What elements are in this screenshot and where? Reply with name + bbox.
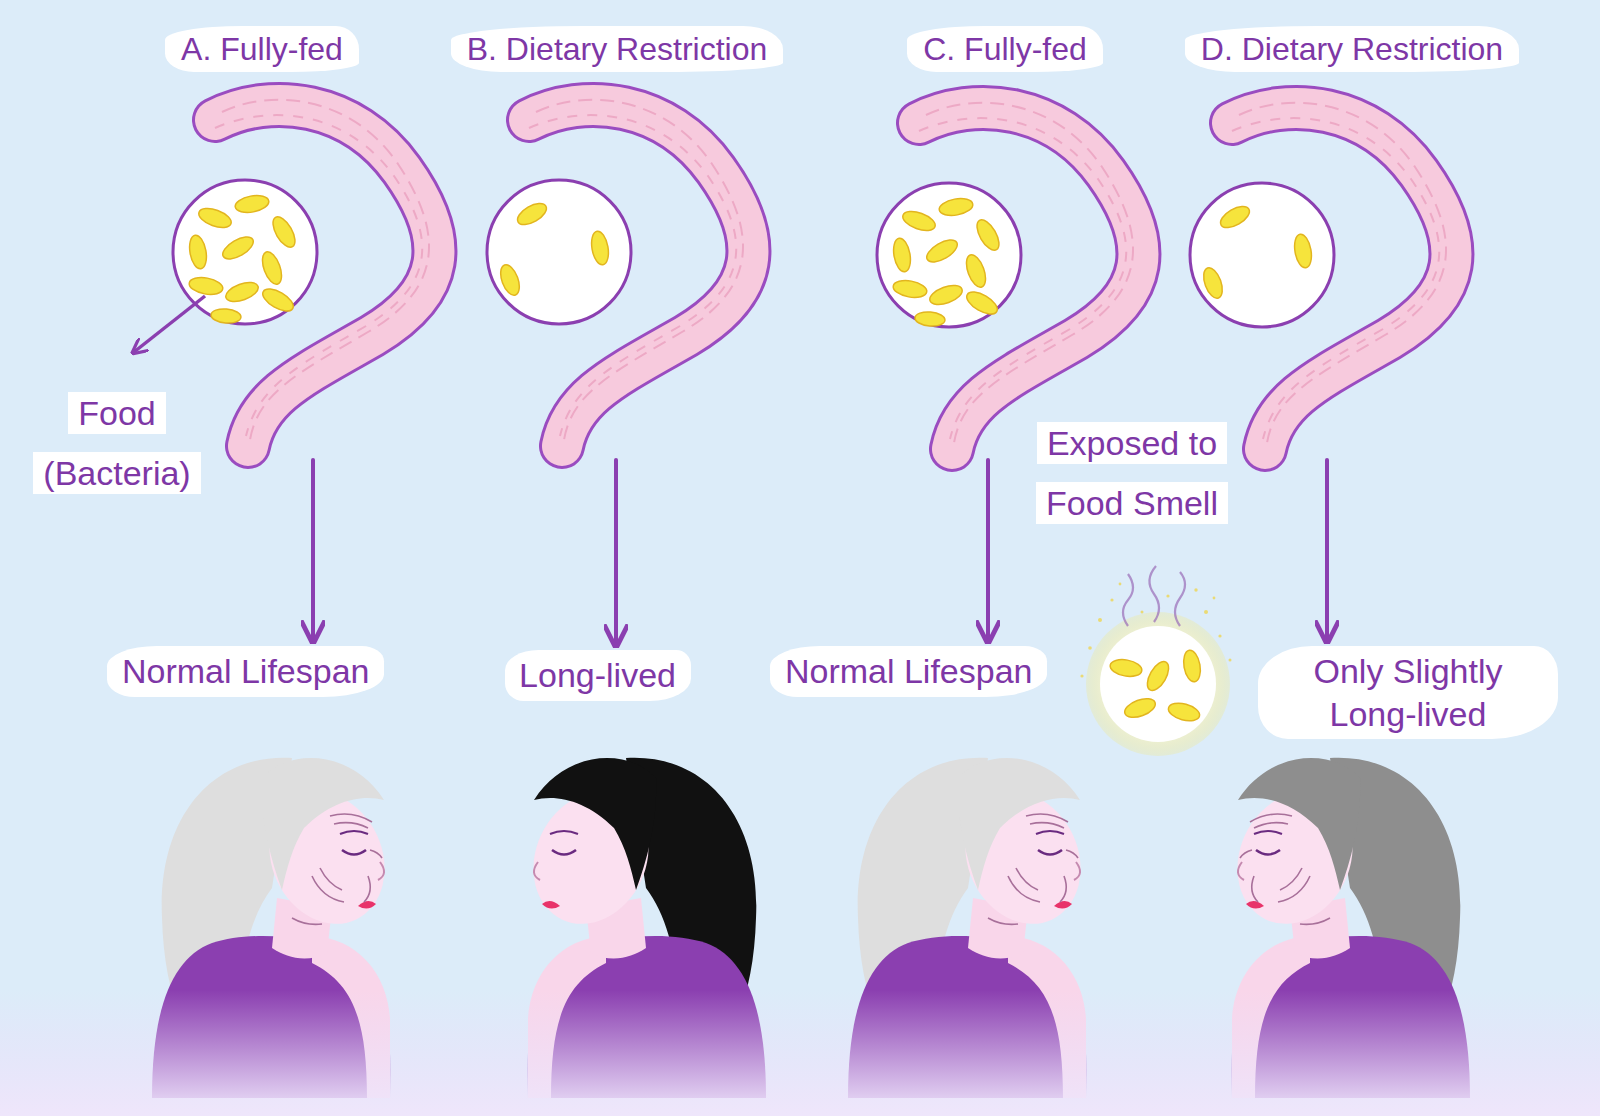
- worm-panel: C. Fully-fed: [815, 26, 1195, 458]
- panel-heading: A. Fully-fed: [165, 26, 359, 72]
- bacteria: [187, 193, 299, 324]
- outcome-box: Normal Lifespan: [107, 646, 384, 697]
- worm: [1190, 103, 1451, 449]
- bacteria: [891, 196, 1003, 327]
- worm: [173, 100, 434, 446]
- worm-panel: D. Dietary Restriction: [1162, 26, 1542, 458]
- worm: [877, 103, 1138, 449]
- label-block: Food (Bacteria): [17, 384, 217, 503]
- outcome-box: Only Slightly Long-lived: [1258, 646, 1558, 739]
- worm: [487, 100, 748, 446]
- note-label: Exposed to Food Smell: [1036, 422, 1228, 524]
- flow-arrow: [614, 460, 618, 646]
- bacteria: [1200, 202, 1314, 301]
- panel-heading: B. Dietary Restriction: [451, 26, 784, 72]
- note-label: Food (Bacteria): [33, 392, 200, 494]
- worm-panel: B. Dietary Restriction: [427, 26, 807, 458]
- bottom-fade: [0, 990, 1600, 1116]
- flow-arrow: [311, 460, 315, 642]
- flow-arrow: [1325, 460, 1329, 642]
- leader-arrow: [134, 296, 205, 352]
- bacteria: [497, 199, 611, 298]
- label-block: Exposed to Food Smell: [1014, 414, 1250, 533]
- outcome-label: Normal Lifespan: [121, 650, 370, 693]
- outcome-label: Only Slightly Long-lived: [1272, 650, 1544, 735]
- panel-heading: D. Dietary Restriction: [1185, 26, 1519, 72]
- outcome-label: Normal Lifespan: [784, 650, 1033, 693]
- outcome-box: Normal Lifespan: [770, 646, 1047, 697]
- panel-heading: C. Fully-fed: [907, 26, 1103, 72]
- flow-arrow: [986, 460, 990, 642]
- food-smell: [1080, 566, 1231, 756]
- outcome-label: Long-lived: [519, 654, 677, 697]
- outcome-box: Long-lived: [505, 650, 691, 701]
